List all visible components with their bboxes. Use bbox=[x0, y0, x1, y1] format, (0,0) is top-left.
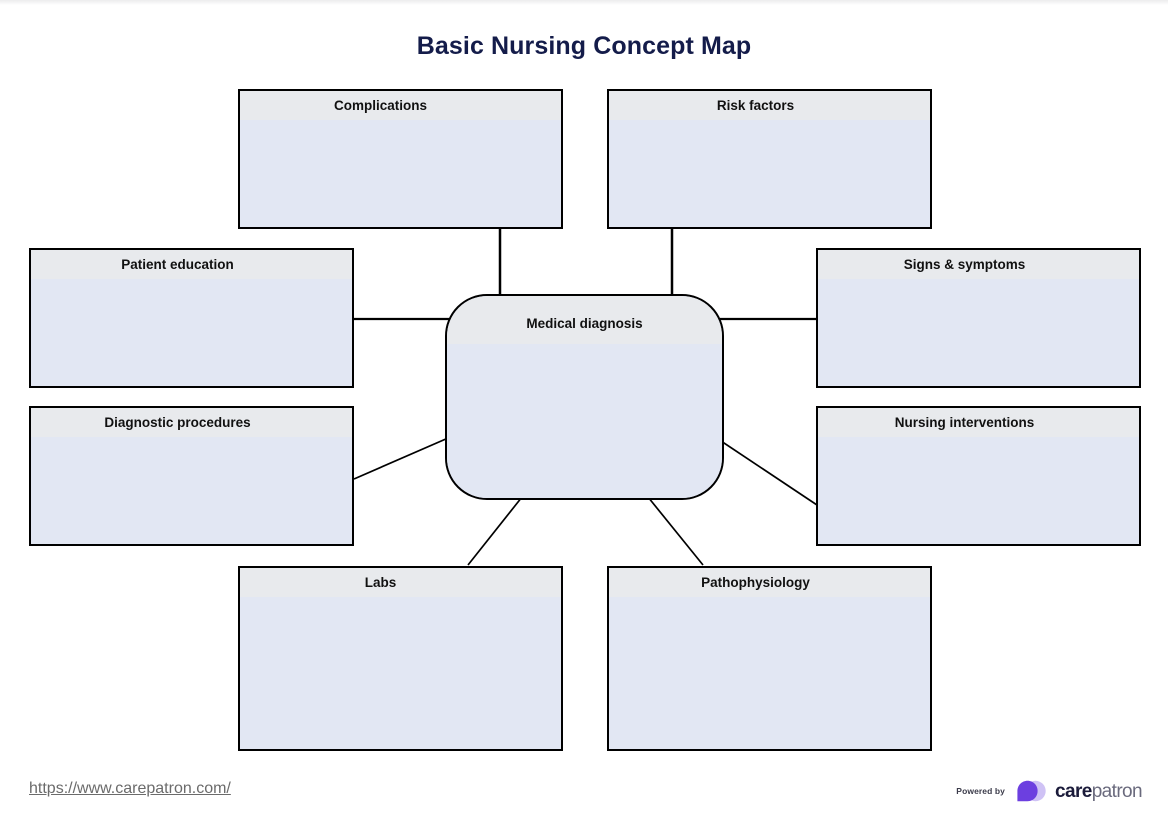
concept-box-header: Signs & symptoms bbox=[818, 250, 1139, 279]
concept-box-title: Pathophysiology bbox=[701, 575, 810, 590]
concept-box-content[interactable] bbox=[818, 279, 1139, 386]
concept-box-header: Labs bbox=[240, 568, 561, 597]
connector-labs bbox=[467, 496, 523, 566]
concept-box-header: Pathophysiology bbox=[609, 568, 930, 597]
connector-diagnostic-procedures bbox=[353, 434, 456, 480]
connector-pathophysiology bbox=[647, 496, 704, 566]
connector-nursing-interventions bbox=[714, 436, 818, 506]
concept-box-center-medical-diagnosis[interactable]: Medical diagnosis bbox=[445, 294, 724, 500]
carepatron-logo-icon bbox=[1017, 780, 1046, 802]
brand-word-patron: patron bbox=[1091, 780, 1143, 802]
concept-box-header: Medical diagnosis bbox=[447, 296, 722, 344]
concept-box-content[interactable] bbox=[31, 437, 352, 544]
concept-box-patient-education[interactable]: Patient education bbox=[29, 248, 354, 388]
concept-box-pathophysiology[interactable]: Pathophysiology bbox=[607, 566, 932, 751]
concept-box-title: Complications bbox=[333, 98, 427, 113]
concept-box-header: Diagnostic procedures bbox=[31, 408, 352, 437]
concept-box-risk-factors[interactable]: Risk factors bbox=[607, 89, 932, 229]
concept-box-header: Complications bbox=[240, 91, 561, 120]
concept-box-content[interactable] bbox=[818, 437, 1139, 544]
concept-box-title: Nursing interventions bbox=[894, 415, 1035, 430]
page-title: Basic Nursing Concept Map bbox=[416, 32, 752, 60]
concept-box-content[interactable] bbox=[447, 344, 722, 498]
concept-box-title: Labs bbox=[364, 575, 397, 590]
concept-box-title: Patient education bbox=[121, 257, 234, 272]
concept-box-content[interactable] bbox=[609, 597, 930, 749]
concept-box-title: Risk factors bbox=[716, 98, 795, 113]
concept-box-complications[interactable]: Complications bbox=[238, 89, 563, 229]
concept-box-header: Risk factors bbox=[609, 91, 930, 120]
brand-credit: Powered by carepatron bbox=[956, 780, 1143, 802]
concept-box-content[interactable] bbox=[609, 120, 930, 227]
concept-box-title: Signs & symptoms bbox=[903, 257, 1026, 272]
concept-box-content[interactable] bbox=[240, 597, 561, 749]
concept-box-labs[interactable]: Labs bbox=[238, 566, 563, 751]
concept-box-header: Nursing interventions bbox=[818, 408, 1139, 437]
concept-box-header: Patient education bbox=[31, 250, 352, 279]
carepatron-website-link[interactable]: https://www.carepatron.com/ bbox=[29, 780, 231, 797]
concept-box-title: Medical diagnosis bbox=[526, 315, 643, 331]
concept-box-content[interactable] bbox=[240, 120, 561, 227]
concept-box-signs-symptoms[interactable]: Signs & symptoms bbox=[816, 248, 1141, 388]
concept-box-title: Diagnostic procedures bbox=[104, 415, 251, 430]
concept-box-diagnostic-procedures[interactable]: Diagnostic procedures bbox=[29, 406, 354, 546]
concept-box-nursing-interventions[interactable]: Nursing interventions bbox=[816, 406, 1141, 546]
concept-box-content[interactable] bbox=[31, 279, 352, 386]
brand-word-care: care bbox=[1055, 780, 1092, 802]
powered-by-label: Powered by bbox=[956, 786, 1006, 796]
carepatron-wordmark: carepatron bbox=[1055, 780, 1143, 802]
